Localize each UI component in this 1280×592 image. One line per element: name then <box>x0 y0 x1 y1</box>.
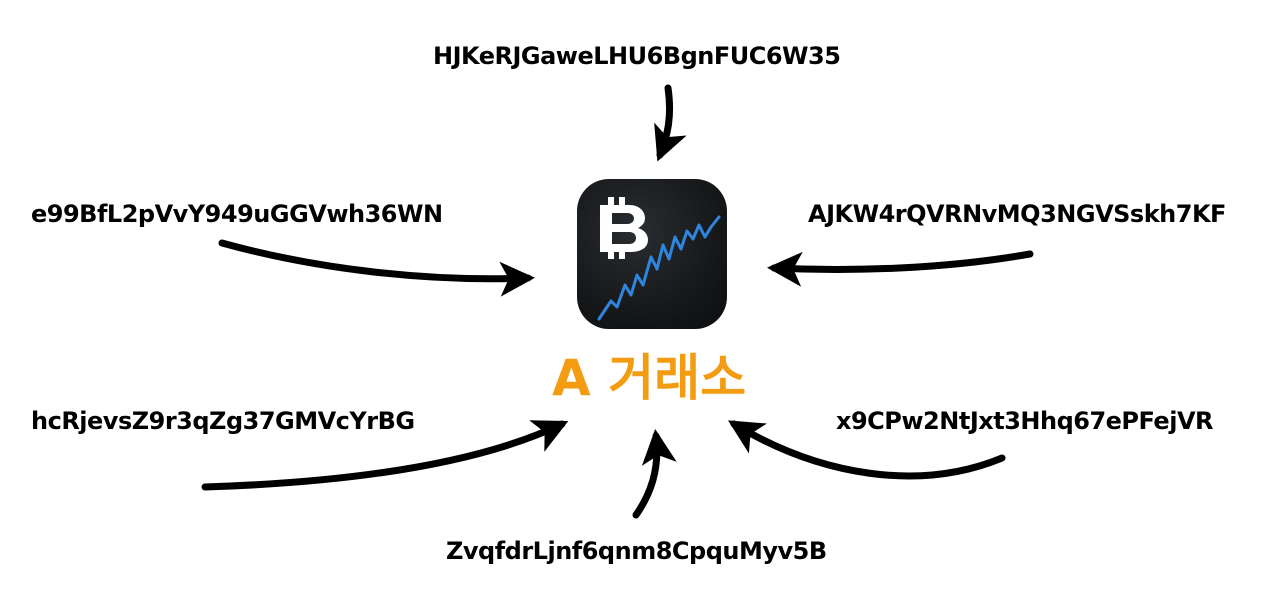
exchange-app-icon <box>577 179 727 329</box>
exchange-name-label: A 거래소 <box>552 349 747 407</box>
arrow-right-lower <box>728 420 1006 480</box>
address-top: HJKeRJGaweLHU6BgnFUC6W35 <box>433 42 841 70</box>
arrow-top <box>654 84 687 162</box>
address-left-lower: hcRjevsZ9r3qZg37GMVcYrBG <box>31 407 415 435</box>
arrow-left-upper <box>218 239 535 297</box>
arrow-bottom <box>632 429 677 519</box>
address-right-upper: AJKW4rQVRNvMQ3NGVSskh7KF <box>808 200 1226 228</box>
address-left-upper: e99BfL2pVvY949uGGVwh36WN <box>31 200 443 228</box>
arrow-right-upper <box>767 250 1034 287</box>
address-right-lower: x9CPw2NtJxt3Hhq67ePFejVR <box>836 407 1214 435</box>
address-bottom: ZvqfdrLjnf6qnm8CpquMyv5B <box>446 537 827 565</box>
bitcoin-icon <box>600 197 648 259</box>
price-chart-line <box>597 215 721 321</box>
arrow-left-lower <box>201 420 569 491</box>
